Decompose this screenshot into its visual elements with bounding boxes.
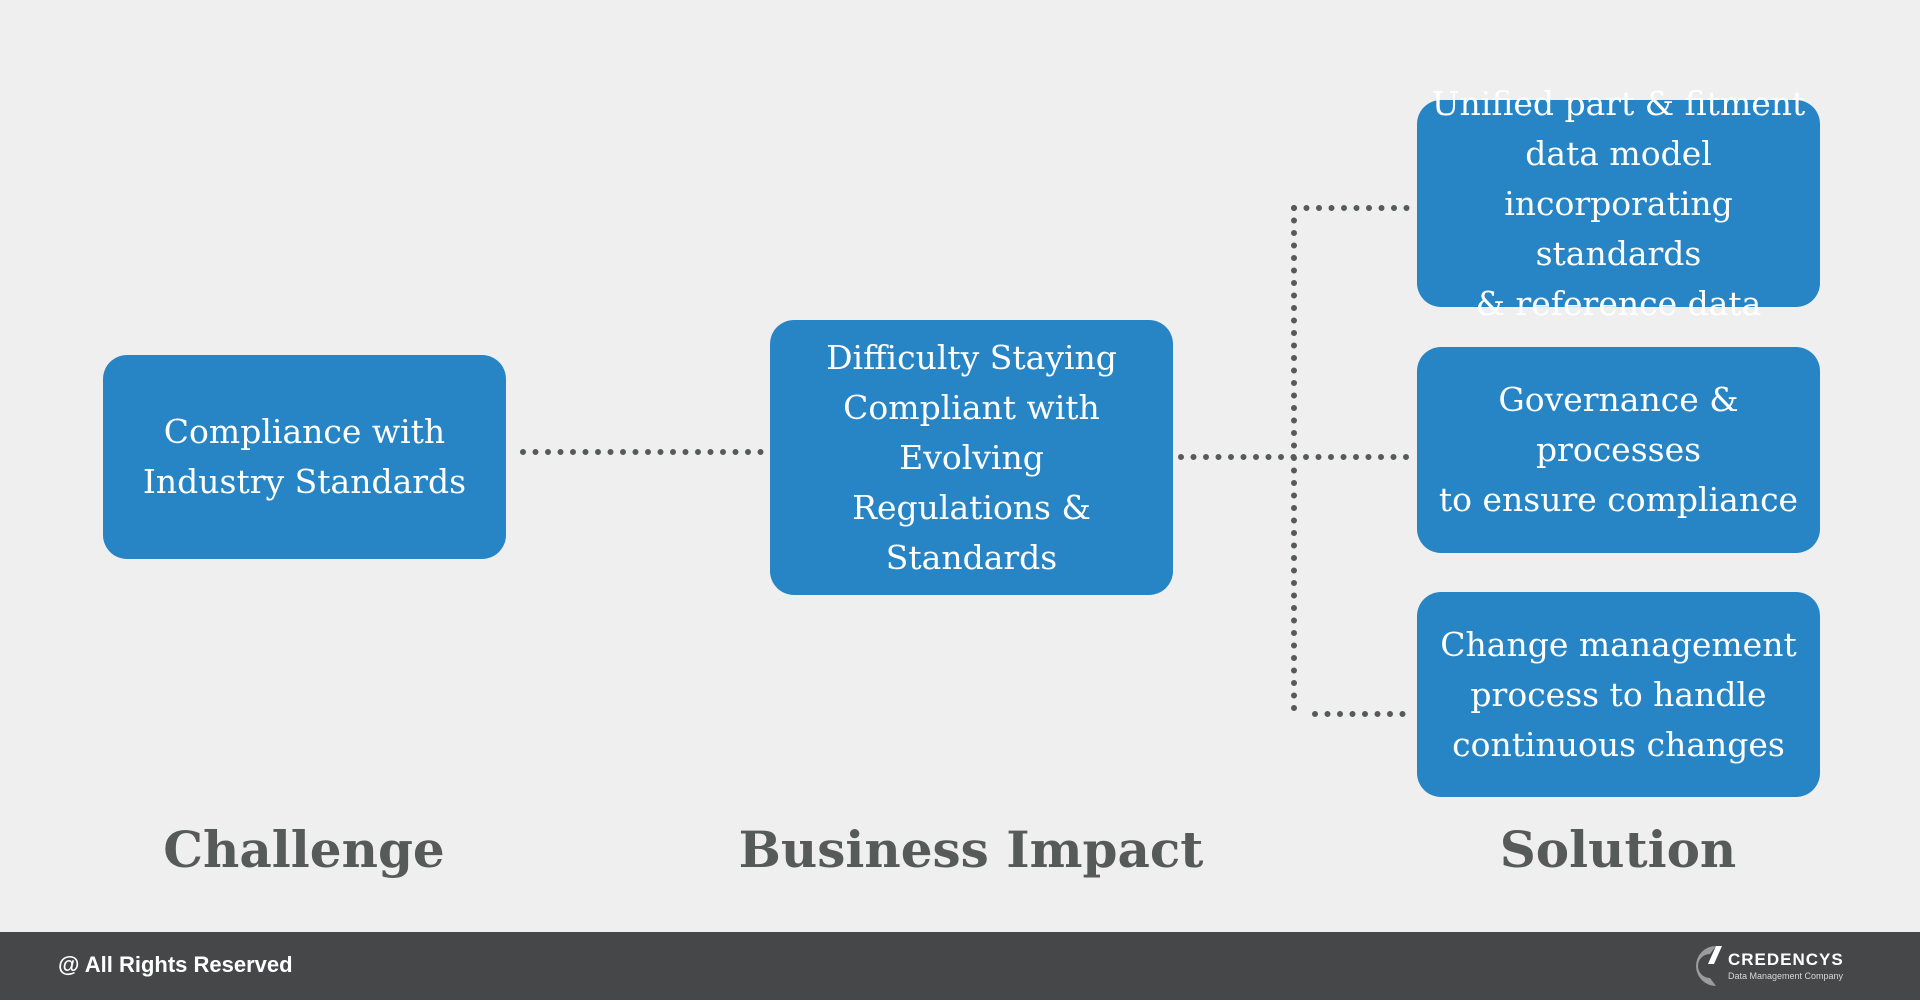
business-impact-box: Difficulty Staying Compliant with Evolvi… [770, 320, 1173, 595]
logo-tagline: Data Management Company [1728, 971, 1844, 981]
connector-lines [520, 205, 1415, 721]
credencys-logo-icon [1696, 946, 1722, 986]
challenge-box-text: Compliance with Industry Standards [142, 412, 467, 501]
solution-box-change-management: Change management process to handle cont… [1417, 592, 1820, 797]
challenge-box: Compliance with Industry Standards [103, 355, 506, 559]
business-impact-box-text: Difficulty Staying Compliant with Evolvi… [826, 337, 1117, 577]
footer-bar: @ All Rights Reserved CREDENCYS Data Man… [0, 932, 1920, 1000]
solution-box-governance: Governance & processes to ensure complia… [1417, 347, 1820, 553]
logo-name: CREDENCYS [1728, 950, 1844, 969]
heading-challenge: Challenge [163, 820, 445, 879]
solution-box-text: Unified part & fitment data model incorp… [1431, 83, 1806, 323]
heading-solution: Solution [1499, 820, 1737, 879]
solution-box-text: Governance & processes to ensure complia… [1438, 380, 1799, 519]
copyright-notice: @ All Rights Reserved [58, 952, 293, 977]
credencys-logo: CREDENCYS Data Management Company [1692, 942, 1862, 990]
solution-box-data-model: Unified part & fitment data model incorp… [1417, 84, 1820, 323]
solution-box-text: Change management process to handle cont… [1440, 624, 1797, 764]
diagram: Compliance with Industry Standards Diffi… [103, 84, 1820, 879]
heading-business-impact: Business Impact [738, 820, 1204, 879]
